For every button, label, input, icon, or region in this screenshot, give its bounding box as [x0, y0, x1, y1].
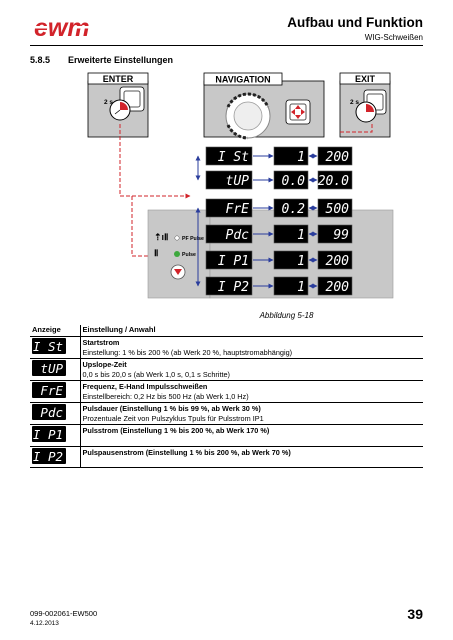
display-code-cell: tUP	[30, 358, 81, 381]
exit-label: EXIT	[355, 74, 376, 84]
lcd-display: I St	[32, 338, 66, 354]
setting-title: Pulsdauer (Einstellung 1 % bis 99 %, ab …	[82, 404, 261, 413]
document-date: 4.12.2013	[30, 620, 59, 627]
exit-panel: EXIT 2 s	[339, 72, 391, 138]
setting-title: Startstrom	[82, 338, 120, 347]
setting-detail: 0,0 s bis 20,0 s (ab Werk 1,0 s, 0,1 s S…	[82, 369, 231, 379]
header-divider	[30, 45, 423, 46]
rotary-knob-icon	[225, 92, 271, 140]
parameter-value: 99	[333, 228, 349, 243]
page-number: 39	[407, 606, 423, 622]
display-code: I P1	[33, 427, 63, 442]
parameter-value: 1	[297, 150, 305, 165]
lcd-display: FrE	[32, 382, 66, 398]
setting-description-cell: Pulsdauer (Einstellung 1 % bis 99 %, ab …	[80, 402, 423, 425]
display-row: I P2 1 200	[205, 276, 353, 296]
navigation-label: NAVIGATION	[215, 75, 270, 85]
display-code-cell: I P1	[30, 424, 81, 447]
display-code-cell: FrE	[30, 380, 81, 403]
setting-detail: Prozentuale Zeit von Pulszyklus Tpuls fü…	[82, 413, 264, 423]
svg-text:Ⅱ: Ⅱ	[154, 248, 158, 258]
setting-description-cell: Pulspausenstrom (Einstellung 1 % bis 200…	[80, 446, 423, 468]
parameter-value: 1	[297, 280, 305, 295]
parameter-code: I P1	[218, 254, 249, 269]
pulse-select-button-icon	[170, 264, 186, 280]
enter-hold-time: 2 s	[104, 99, 113, 106]
col-header-display: Anzeige	[30, 325, 81, 337]
table-row: Pdc Pulsdauer (Einstellung 1 % bis 99 %, …	[30, 402, 423, 425]
pulse-label: Pulse	[182, 252, 196, 258]
parameter-code: FrE	[226, 202, 250, 217]
lcd-display: Pdc	[32, 404, 66, 420]
parameter-code: Pdc	[226, 228, 250, 243]
ewm-logo: ewm	[32, 14, 106, 42]
setting-detail: Einstellbereich: 0,2 Hz bis 500 Hz (ab W…	[82, 391, 249, 401]
parameter-value: 20.0	[318, 174, 349, 189]
parameter-value: 500	[326, 202, 350, 217]
display-code: Pdc	[40, 405, 63, 420]
settings-diagram: ENTER 2 s NAVIGATION EXIT 2 s	[87, 72, 394, 299]
display-row: Pdc 1 99	[205, 224, 353, 244]
parameter-code: I P2	[218, 280, 249, 295]
document-code: 099-002061-EW500	[30, 609, 98, 618]
parameter-code: tUP	[226, 174, 250, 189]
section-number: 5.8.5	[30, 55, 51, 65]
setting-title: Upslope-Zeit	[82, 360, 127, 369]
enter-panel: ENTER 2 s	[87, 72, 149, 138]
table-row: I P2 Pulspausenstrom (Einstellung 1 % bis…	[30, 446, 423, 468]
navigation-panel: NAVIGATION	[203, 72, 325, 140]
pf-pulse-label: PF Pulse	[182, 236, 204, 242]
display-row: I P1 1 200	[205, 250, 353, 270]
parameter-value: 0.0	[282, 174, 306, 189]
display-row: tUP 0.0 20.0	[205, 170, 353, 190]
parameter-code: I St	[218, 150, 249, 165]
figure-caption: Abbildung 5-18	[259, 311, 314, 320]
parameter-value: 0.2	[282, 202, 306, 217]
lcd-display: I P2	[32, 447, 66, 464]
setting-detail: Einstellung: 1 % bis 200 % (ab Werk 20 %…	[82, 347, 293, 357]
pulse-mode-panel: ⇡ıⅡ PF Pulse Ⅱ Pulse	[147, 209, 394, 299]
parameter-value: 1	[297, 228, 305, 243]
table-row: I P1 Pulsstrom (Einstellung 1 % bis 200 %…	[30, 424, 423, 447]
parameter-value: 1	[297, 254, 305, 269]
exit-hold-time: 2 s	[350, 99, 359, 106]
display-code: I P2	[33, 449, 63, 464]
display-code: I St	[33, 339, 63, 354]
enter-label: ENTER	[103, 74, 134, 84]
display-code-cell: I St	[30, 336, 81, 359]
section-title: Erweiterte Einstellungen	[68, 55, 174, 65]
lcd-display: tUP	[32, 360, 66, 376]
display-code-cell: I P2	[30, 446, 81, 468]
settings-table: Anzeige Einstellung / Anwahl I St Startst…	[30, 325, 423, 468]
display-code: FrE	[40, 383, 63, 398]
parameter-value: 200	[326, 254, 350, 269]
page-header-title: Aufbau und Funktion	[287, 15, 423, 30]
display-row: I St 1 200	[205, 146, 353, 166]
setting-description-cell: Pulsstrom (Einstellung 1 % bis 200 %, ab…	[80, 424, 423, 447]
svg-text:⇡ıⅡ: ⇡ıⅡ	[154, 232, 168, 242]
display-code-cell: Pdc	[30, 402, 81, 425]
lcd-display: I P1	[32, 426, 66, 442]
setting-title: Pulspausenstrom (Einstellung 1 % bis 200…	[82, 447, 291, 457]
setting-title: Frequenz, E-Hand Impulsschweißen	[82, 382, 208, 391]
display-row: FrE 0.2 500	[205, 198, 353, 218]
col-header-setting: Einstellung / Anwahl	[80, 325, 423, 337]
page-header-subtitle: WIG-Schweißen	[364, 33, 423, 42]
setting-title: Pulsstrom (Einstellung 1 % bis 200 %, ab…	[82, 426, 270, 435]
parameter-value: 200	[326, 150, 350, 165]
parameter-value: 200	[326, 280, 350, 295]
display-code: tUP	[40, 361, 63, 376]
